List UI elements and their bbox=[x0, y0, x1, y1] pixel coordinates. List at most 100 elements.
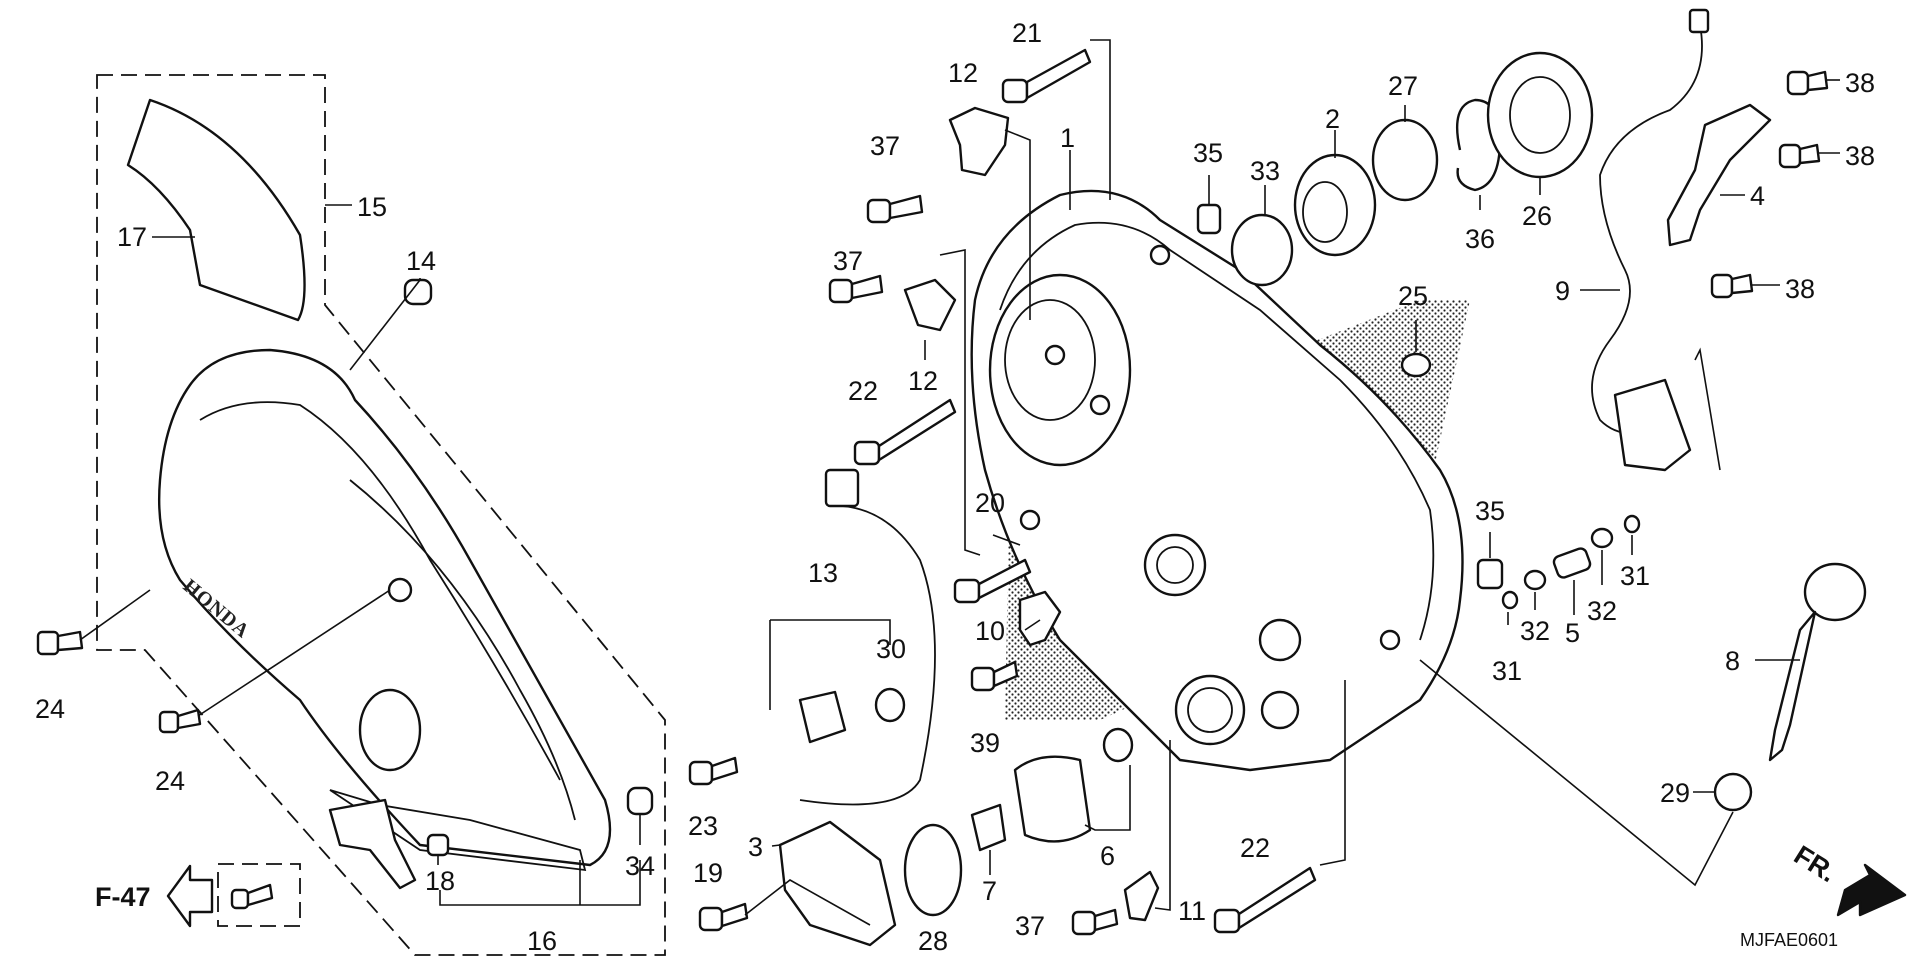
leader-13 bbox=[770, 619, 891, 645]
callout-33: 33 bbox=[1250, 156, 1280, 186]
callout-14: 14 bbox=[406, 246, 436, 276]
clutch-dome-inner bbox=[1004, 299, 1096, 421]
callout-37a: 37 bbox=[870, 131, 900, 161]
oil-filler-hole bbox=[1156, 546, 1194, 584]
callout-34: 34 bbox=[625, 851, 655, 881]
leader-3b bbox=[744, 879, 871, 926]
cover-bolt-boss-b bbox=[1089, 394, 1111, 416]
bracket-4 bbox=[1666, 103, 1772, 247]
callout-labels: 1 2 3 4 5 6 7 8 9 10 11 12 12 13 14 15 1… bbox=[35, 18, 1875, 956]
callout-37b: 37 bbox=[833, 246, 863, 276]
callout-38a: 38 bbox=[1845, 68, 1875, 98]
bolt-38b bbox=[1778, 143, 1821, 169]
bracket-16 bbox=[328, 798, 417, 890]
plug-14 bbox=[403, 278, 433, 306]
leader-16 bbox=[439, 860, 641, 906]
cap-34 bbox=[626, 786, 654, 816]
pump-boss-2 bbox=[1260, 690, 1300, 730]
washer-32b bbox=[1590, 527, 1614, 549]
callout-31b: 31 bbox=[1620, 561, 1650, 591]
bracket-11 bbox=[1123, 870, 1160, 922]
callout-32a: 32 bbox=[1520, 616, 1550, 646]
callout-18: 18 bbox=[425, 866, 455, 896]
callout-25: 25 bbox=[1398, 281, 1428, 311]
bracket-12b bbox=[903, 278, 957, 332]
callout-39: 39 bbox=[970, 728, 1000, 758]
oil-filter-6 bbox=[1013, 727, 1134, 843]
o-ring-29 bbox=[1713, 772, 1753, 812]
leader-11 bbox=[1154, 740, 1171, 911]
callout-19: 19 bbox=[693, 858, 723, 888]
leader-24a bbox=[79, 589, 151, 641]
bolt-39 bbox=[970, 660, 1019, 692]
reference-label: F-47 bbox=[95, 882, 151, 912]
leader-22b bbox=[1319, 680, 1346, 866]
wire-harness-9 bbox=[1591, 24, 1703, 435]
callout-9: 9 bbox=[1555, 276, 1570, 306]
cover-pad-17 bbox=[126, 98, 306, 322]
leader-38c-bracket bbox=[1694, 347, 1721, 471]
callout-31a: 31 bbox=[1492, 656, 1522, 686]
pin-5 bbox=[1552, 547, 1592, 579]
callout-29: 29 bbox=[1660, 778, 1690, 808]
o-ring-30 bbox=[874, 687, 906, 723]
right-parts-group: FR. MJFAE0601 bbox=[1264, 8, 1907, 950]
cover-oval-window bbox=[358, 688, 422, 772]
callout-16: 16 bbox=[527, 926, 557, 956]
o-ring-28 bbox=[903, 823, 963, 917]
spring-7 bbox=[970, 803, 1007, 852]
leader-12a bbox=[1004, 129, 1031, 320]
dowel-35b bbox=[1476, 558, 1504, 590]
callout-11: 11 bbox=[1178, 896, 1206, 926]
bolt-23 bbox=[688, 756, 739, 786]
bolt-24b bbox=[158, 708, 202, 734]
callout-15: 15 bbox=[357, 192, 387, 222]
cover-inner-rib bbox=[349, 479, 576, 821]
callout-24a: 24 bbox=[35, 694, 65, 724]
callout-2: 2 bbox=[1325, 104, 1340, 134]
bolt-38a bbox=[1786, 70, 1829, 96]
front-mark-label: FR. bbox=[1789, 840, 1842, 888]
callout-22a: 22 bbox=[848, 376, 878, 406]
sensor-13 bbox=[798, 468, 936, 806]
callout-36: 36 bbox=[1465, 224, 1495, 254]
crankcase-cover-group bbox=[688, 39, 1594, 947]
clutch-cover-15 bbox=[157, 348, 612, 867]
callout-13: 13 bbox=[808, 558, 838, 588]
o-ring-27 bbox=[1371, 118, 1439, 202]
callout-12b: 12 bbox=[908, 366, 938, 396]
o-ring-33 bbox=[1230, 213, 1294, 287]
clutch-dome bbox=[988, 273, 1132, 467]
leader-20 bbox=[992, 534, 1021, 546]
bolt-37b bbox=[828, 274, 884, 304]
callout-3: 3 bbox=[748, 832, 763, 862]
callout-27: 27 bbox=[1388, 71, 1418, 101]
connector-top bbox=[1688, 8, 1710, 34]
callout-35a: 35 bbox=[1193, 138, 1223, 168]
callout-26: 26 bbox=[1522, 201, 1552, 231]
leader-3 bbox=[771, 844, 781, 847]
bolt-37c bbox=[1071, 908, 1119, 936]
callout-5: 5 bbox=[1565, 618, 1580, 648]
leader-6 bbox=[1084, 765, 1131, 831]
oil-filler-boss bbox=[1143, 533, 1207, 597]
cover-bolt-hole bbox=[387, 577, 413, 603]
bolt-18 bbox=[426, 833, 450, 857]
cover-bolt-boss-e bbox=[1019, 509, 1041, 531]
dipstick-8 bbox=[1768, 562, 1867, 762]
cover-bolt-boss-a bbox=[1044, 344, 1066, 366]
bearing-26 bbox=[1486, 51, 1594, 179]
callout-35b: 35 bbox=[1475, 496, 1505, 526]
leader-14b bbox=[349, 279, 421, 371]
callout-20: 20 bbox=[975, 488, 1005, 518]
dowel-35a bbox=[1196, 203, 1222, 235]
assembly-dashed-outline bbox=[96, 74, 666, 956]
callout-6: 6 bbox=[1100, 841, 1115, 871]
callout-38c: 38 bbox=[1785, 274, 1815, 304]
bolt-37a bbox=[866, 194, 924, 224]
left-cover-group: HONDA F-47 bbox=[36, 74, 666, 956]
callout-38b: 38 bbox=[1845, 141, 1875, 171]
callout-10: 10 bbox=[975, 616, 1005, 646]
callout-21: 21 bbox=[1012, 18, 1042, 48]
leader-21 bbox=[1090, 39, 1111, 200]
